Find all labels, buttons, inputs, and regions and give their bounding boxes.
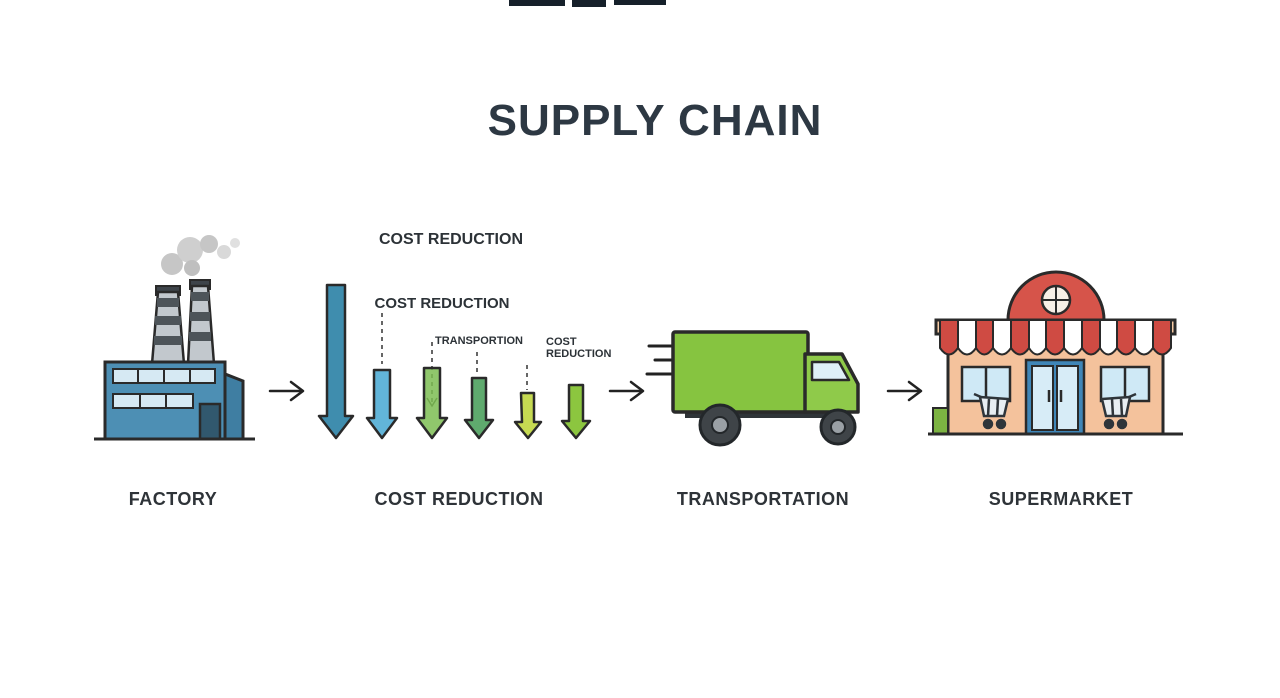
down-arrow-icon — [560, 383, 592, 440]
factory-windows — [112, 368, 216, 409]
smokestack-icon — [186, 279, 216, 366]
shopping-cart-icon — [973, 392, 1010, 430]
annotation-cost-small-line1: COST — [546, 336, 577, 348]
arrow-right-icon — [608, 378, 648, 404]
artifact-segment — [614, 0, 666, 5]
down-arrow-icon — [463, 376, 495, 440]
smoke-icon — [161, 235, 240, 276]
cost-reduction-arrows-icon — [316, 280, 606, 445]
stage-label-factory: FACTORY — [128, 489, 218, 509]
truck-cargo-box — [671, 330, 810, 414]
factory-annex — [223, 371, 245, 441]
stage-label-supermarket: SUPERMARKET — [988, 489, 1134, 509]
supermarket-doors — [1024, 358, 1086, 436]
truck-window — [810, 360, 851, 382]
down-arrow-icon — [317, 283, 355, 440]
smokestack-icon — [150, 285, 186, 366]
arrow-right-icon — [886, 378, 926, 404]
supermarket-awning — [939, 319, 1172, 356]
down-arrow-icon — [513, 391, 543, 440]
supermarket-icon — [928, 262, 1183, 442]
green-bin-icon — [932, 407, 949, 435]
factory-icon — [92, 228, 257, 443]
annotation-cost-small-line2: REDUCTION — [546, 348, 612, 360]
artifact-segment — [509, 0, 565, 6]
annotation-cost-reduction-mid: COST REDUCTION — [374, 295, 510, 312]
truck-chassis — [685, 410, 835, 418]
down-arrow-icon — [415, 366, 449, 440]
artifact-segment — [572, 0, 606, 7]
annotation-transportation-small: TRANSPORTION — [435, 335, 523, 347]
annotation-cost-reduction-top: COST REDUCTION — [379, 231, 523, 248]
stage-label-cost-reduction: COST REDUCTION — [374, 489, 544, 509]
supermarket-windows — [960, 365, 1151, 403]
shopping-cart-icon — [1100, 392, 1137, 430]
annotation-cost-small: COST REDUCTION — [546, 336, 626, 360]
truck-wheels — [698, 403, 857, 447]
page-title: SUPPLY CHAIN — [487, 96, 823, 145]
down-arrow-icon — [365, 368, 399, 440]
stage-label-transportation: TRANSPORTATION — [676, 489, 850, 509]
arrow-right-icon — [268, 378, 308, 404]
factory-door — [198, 402, 222, 441]
truck-icon — [645, 322, 880, 457]
